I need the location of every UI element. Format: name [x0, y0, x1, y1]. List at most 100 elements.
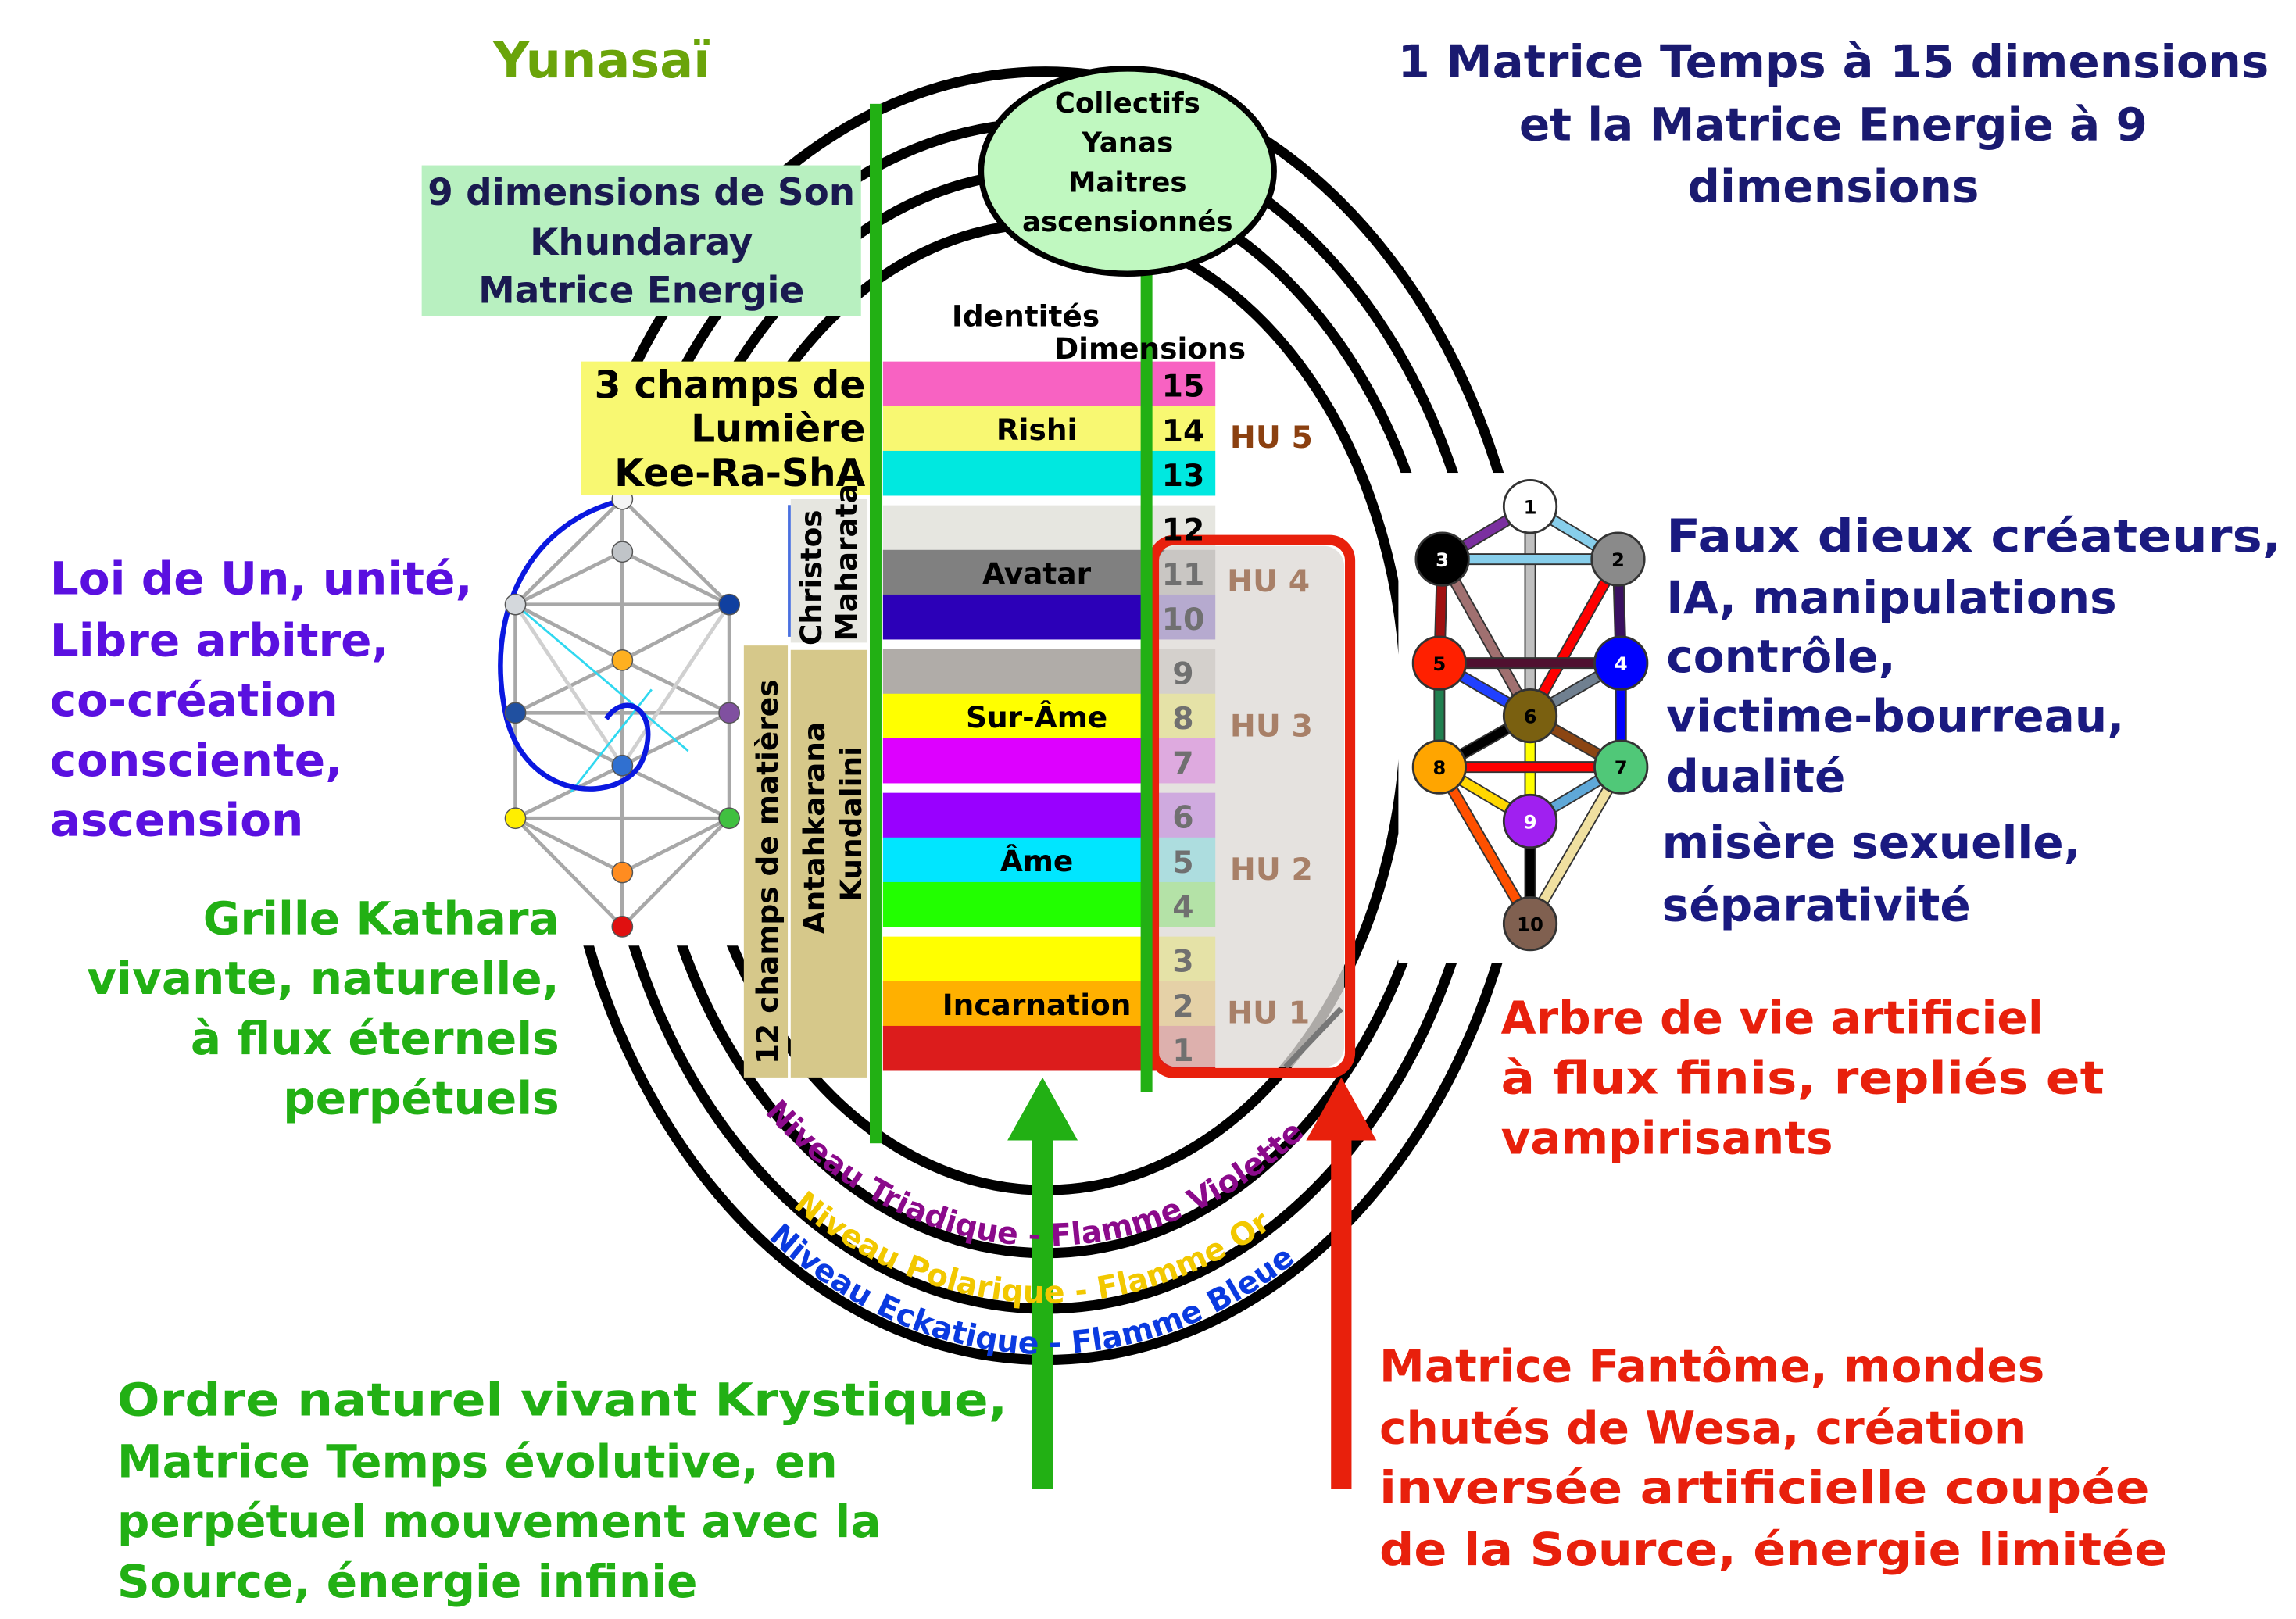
sephirah-number: 8 — [1432, 756, 1446, 779]
bottom-right-line-2: chutés de Wesa, création — [1379, 1401, 2026, 1454]
identity-label: Rishi — [996, 413, 1078, 447]
tree-path — [1526, 764, 1625, 926]
collectifs-line-1: Collectifs — [1055, 88, 1200, 120]
lumiere-line-2: Lumière — [691, 408, 865, 452]
tree-path — [1438, 556, 1534, 718]
right-text-line-1: Faux dieux créateurs, — [1666, 509, 2281, 563]
collectifs-line-2: Yanas — [1081, 127, 1173, 159]
hu-5-label: HU 5 — [1230, 420, 1313, 456]
kathara-caption-line-1: Grille Kathara — [203, 892, 560, 945]
arbre-caption-line-3: vampirisants — [1501, 1111, 1833, 1164]
right-text-line-7: séparativité — [1662, 878, 1971, 931]
dimension-number: 8 — [1172, 701, 1193, 737]
left-text-line-5: ascension — [50, 794, 304, 847]
sephirah-node — [1411, 635, 1468, 691]
sephirah-number: 2 — [1611, 549, 1625, 571]
sephirah-node — [1502, 793, 1558, 849]
dimension-number: 13 — [1162, 458, 1205, 494]
champs-label: 12 champs de matières — [750, 679, 785, 1064]
dimension-bar-8 — [882, 693, 1143, 739]
identites-header: Identités — [952, 299, 1100, 334]
green-arrow — [1007, 1077, 1078, 1489]
identity-label: Incarnation — [942, 988, 1132, 1022]
hu-4-label: HU 4 — [1227, 563, 1310, 599]
dimension-bar-2 — [882, 981, 1143, 1027]
dimension-bar-15 — [882, 361, 1143, 407]
title-yunasai: Yunasaï — [492, 32, 710, 90]
arbre-caption: Arbre de vie artificiel à flux finis, re… — [1501, 992, 2105, 1165]
dimension-cell-13 — [1146, 450, 1216, 496]
kathara-caption-line-3: à flux éternels — [191, 1012, 560, 1065]
christos-box — [790, 499, 867, 643]
son-box-line-1: 9 dimensions de Son — [427, 172, 855, 214]
dimension-number: 11 — [1162, 557, 1205, 593]
sephirah-node — [1502, 479, 1558, 534]
title-right-line-1: 1 Matrice Temps à 15 dimensions — [1397, 35, 2269, 88]
kundalini-label: Kundalini — [834, 746, 868, 902]
dimension-cell-15 — [1146, 361, 1216, 407]
dimension-number: 5 — [1172, 845, 1193, 881]
dimension-bar-3 — [882, 936, 1143, 982]
dimension-number: 15 — [1162, 369, 1205, 405]
dimension-bar-4 — [882, 881, 1143, 927]
title-right-line-2: et la Matrice Energie à 9 — [1519, 98, 2148, 152]
sephirah-node — [1414, 531, 1470, 587]
arbre-caption-line-2: à flux finis, repliés et — [1501, 1052, 2105, 1105]
dimension-number: 1 — [1172, 1033, 1193, 1069]
dimension-cell-14 — [1146, 406, 1216, 452]
right-text-line-5: dualité — [1666, 750, 1845, 803]
spiral — [498, 496, 651, 792]
kathara-backdrop — [483, 440, 742, 946]
hu-3-label: HU 3 — [1230, 708, 1313, 744]
sephirah-node — [1590, 531, 1646, 587]
left-text-line-4: consciente, — [50, 734, 343, 787]
dimension-bar-7 — [882, 738, 1143, 784]
kathara-caption-line-4: perpétuels — [283, 1072, 560, 1125]
sephirah-number: 10 — [1517, 913, 1543, 936]
sephirah-number: 6 — [1524, 705, 1537, 727]
dimension-number: 12 — [1162, 513, 1205, 549]
dimension-number: 10 — [1162, 602, 1205, 638]
dimensions-header: Dimensions — [1054, 331, 1246, 366]
sephirah-node — [1502, 896, 1558, 952]
bottom-left-line-4: Source, énergie infinie — [117, 1555, 698, 1608]
dimension-bar-12 — [882, 505, 1143, 551]
right-text-line-4: victime-bourreau, — [1666, 690, 2124, 743]
title-right: 1 Matrice Temps à 15 dimensions et la Ma… — [1397, 35, 2269, 213]
bottom-left-line-2: Matrice Temps évolutive, en — [117, 1435, 838, 1488]
green-line-right — [1140, 269, 1153, 1092]
dimension-number: 14 — [1162, 413, 1205, 449]
lumiere-line-1: 3 champs de — [595, 363, 866, 407]
dimension-number: 7 — [1172, 745, 1193, 781]
christos-label: Christos — [794, 509, 828, 645]
dimension-bar-1 — [882, 1025, 1143, 1071]
dimension-texts: 1514Rishi131211Avatar1098Sur-Âme765Âme43… — [942, 369, 1205, 1069]
dimension-number: 6 — [1172, 800, 1193, 836]
bottom-right-line-4: de la Source, énergie limitée — [1379, 1523, 2167, 1576]
maharata-label: Maharata — [829, 484, 864, 642]
sephirah-node — [1502, 688, 1558, 744]
left-text-line-2: Libre arbitre, — [50, 613, 389, 667]
hu-2-label: HU 2 — [1230, 852, 1313, 888]
antahkarana-label: Antahkarana — [797, 722, 831, 934]
green-line-left — [869, 103, 882, 1144]
sephirah-number: 4 — [1615, 652, 1628, 675]
collectifs-line-4: ascensionnés — [1022, 206, 1233, 238]
identity-label: Sur-Âme — [966, 700, 1107, 734]
dimension-number: 3 — [1172, 944, 1193, 980]
identity-label: Avatar — [982, 556, 1092, 591]
kathara-grid-image — [498, 488, 740, 938]
dimension-bar-5 — [882, 837, 1143, 883]
collectifs-ellipse — [978, 66, 1277, 277]
hu-1-label: HU 1 — [1227, 995, 1310, 1031]
right-text-line-2: IA, manipulations — [1666, 571, 2116, 624]
dimension-bar-11 — [882, 549, 1143, 595]
bottom-left-line-1: Ordre naturel vivant Krystique, — [117, 1374, 1007, 1427]
arbre-caption-line-1: Arbre de vie artificiel — [1501, 992, 2044, 1045]
left-text-line-3: co-création — [50, 674, 338, 727]
artificial-tree-frame — [1148, 534, 1356, 1078]
dimension-bar-6 — [882, 792, 1143, 838]
hu-overlay — [1157, 545, 1345, 1067]
